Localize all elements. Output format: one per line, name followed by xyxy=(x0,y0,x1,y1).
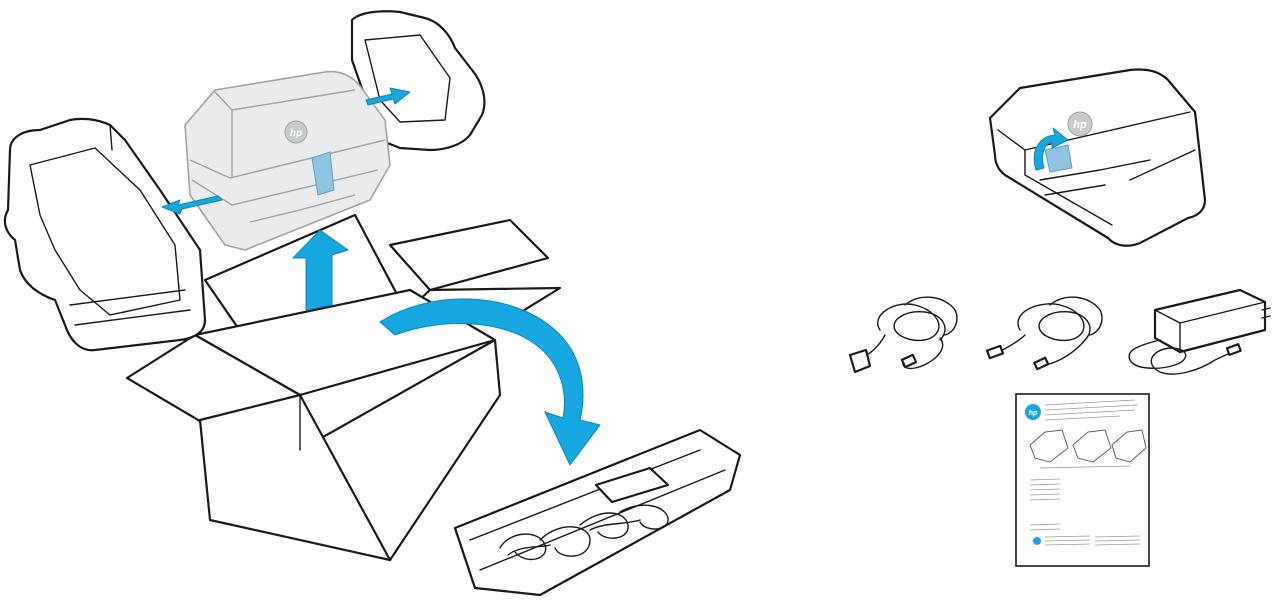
shipping-tape-icon xyxy=(311,151,335,196)
right-panel: hp xyxy=(848,68,1271,567)
svg-text:hp: hp xyxy=(1029,410,1038,417)
peel-arrow-icon xyxy=(1033,127,1069,171)
curved-arrow-icon xyxy=(379,298,601,466)
packing-foam-left-icon xyxy=(3,117,207,352)
svg-text:hp: hp xyxy=(290,128,302,139)
hp-logo-icon xyxy=(1025,404,1041,420)
hp-logo-icon xyxy=(1067,111,1093,137)
accessory-tray-icon xyxy=(453,428,742,597)
scanner-with-tape-icon: hp xyxy=(184,70,391,251)
power-cord-icon xyxy=(848,296,958,374)
lift-up-arrow-icon xyxy=(292,229,349,311)
setup-poster-icon: hp xyxy=(1015,393,1150,567)
usb-cable-icon xyxy=(985,296,1103,371)
scanner-remove-tape-icon: hp xyxy=(988,68,1207,247)
power-adapter-icon xyxy=(1128,288,1271,375)
arrow-left-icon xyxy=(161,195,223,215)
left-panel: hp xyxy=(3,10,742,597)
arrow-right-icon xyxy=(365,87,411,106)
hp-logo-icon xyxy=(284,120,308,144)
svg-text:hp: hp xyxy=(1073,119,1087,131)
usb-connector-icon xyxy=(985,344,1005,360)
shipping-box-icon xyxy=(125,213,562,562)
power-plug-icon xyxy=(848,348,872,374)
